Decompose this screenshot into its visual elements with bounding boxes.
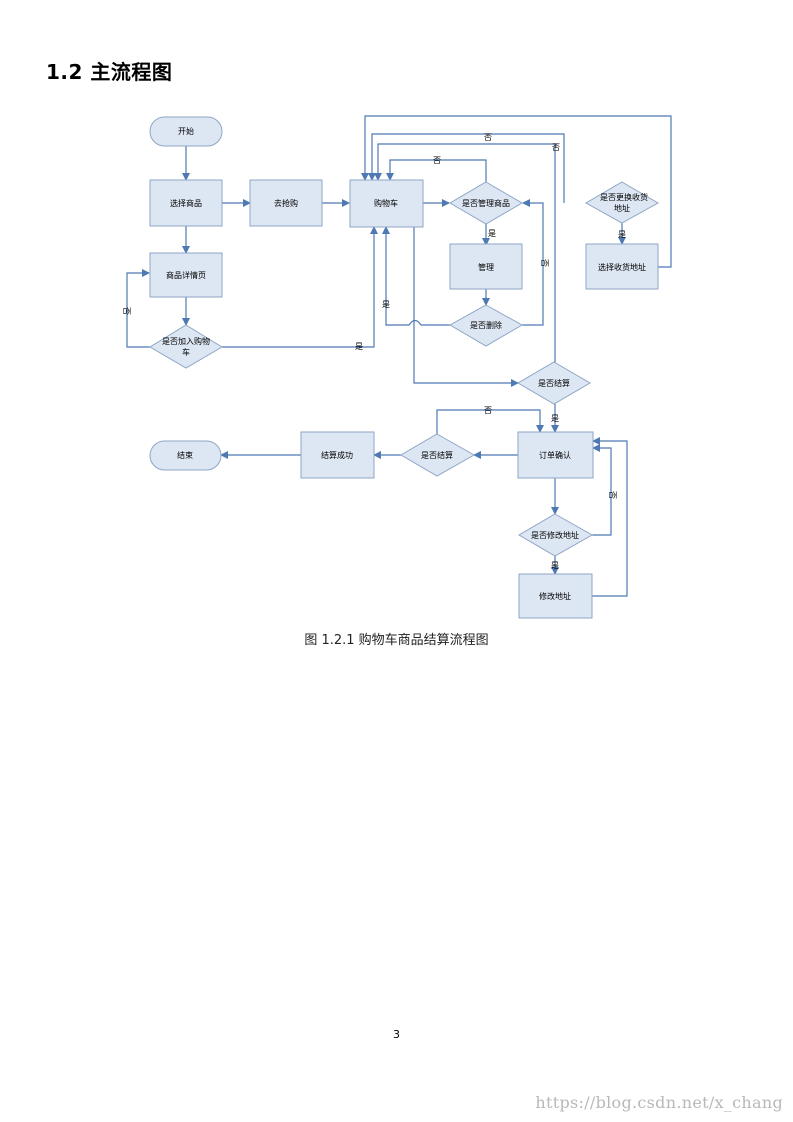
cart-node	[349, 179, 424, 228]
connector-modify-addr-to-order	[592, 437, 628, 597]
pay-decision-node	[400, 433, 476, 477]
figure-caption: 图 1.2.1 购物车商品结算流程图	[304, 633, 489, 648]
add-cart-decision-label-1: 是否加入购物	[162, 336, 210, 346]
label-no-change-address: 否	[552, 143, 560, 152]
start-node-label: 开始	[178, 126, 194, 136]
order-confirm-label: 订单确认	[539, 450, 571, 460]
modify-address-decision-node	[518, 513, 594, 557]
product-detail-node	[149, 252, 223, 298]
add-cart-decision-node	[149, 324, 223, 369]
end-node	[149, 440, 222, 471]
connector-pay-no-to-order	[436, 409, 544, 435]
label-no-add-cart: 否	[122, 307, 131, 315]
connector-manage-no-to-cart	[386, 159, 487, 182]
label-yes-manage: 是	[488, 229, 496, 238]
end-node-label: 结束	[177, 450, 193, 460]
start-node	[149, 116, 223, 147]
go-buy-label: 去抢购	[274, 198, 298, 208]
label-no-modify-address: 否	[608, 491, 617, 499]
pay-decision-label: 是否结算	[421, 450, 453, 460]
go-buy-node	[249, 179, 323, 227]
connector-change-addr-no-to-cart	[368, 133, 565, 203]
flowchart: 开始 选择商品 去抢购 购物车 是否管理商品 管理 是否删除 是否更换收货 地址…	[122, 115, 672, 619]
delete-decision-label: 是否删除	[470, 320, 502, 330]
pay-success-node	[300, 431, 375, 479]
label-no-checkout-loop: 否	[484, 133, 492, 142]
section-heading: 1.2 主流程图	[46, 60, 173, 84]
select-address-node	[585, 243, 659, 290]
modify-address-decision-label: 是否修改地址	[531, 530, 579, 540]
modify-address-node	[518, 573, 593, 619]
label-yes-change-address: 是	[618, 230, 626, 239]
select-product-node	[149, 179, 223, 227]
product-detail-label: 商品详情页	[166, 270, 206, 280]
label-yes-modify-address: 是	[551, 561, 559, 570]
page-number: 3	[393, 1028, 400, 1041]
manage-node	[449, 243, 523, 290]
checkout-decision-label: 是否结算	[538, 378, 570, 388]
change-address-decision-label-2: 地址	[614, 203, 630, 213]
modify-address-label: 修改地址	[539, 591, 571, 601]
connector-addcart-no-to-detail	[126, 269, 150, 348]
order-confirm-node	[517, 431, 594, 479]
label-no-manage: 否	[433, 156, 441, 165]
label-yes-delete: 是	[382, 300, 390, 309]
connector-delete-no-to-manage-decision	[522, 199, 544, 326]
connector-delete-yes-to-cart	[382, 226, 451, 326]
manage-decision-label: 是否管理商品	[462, 198, 510, 208]
connector-addcart-yes-to-cart	[222, 226, 378, 348]
change-address-decision-label-1: 是否更换收货	[600, 192, 648, 202]
label-no-delete: 否	[540, 259, 549, 267]
watermark: https://blog.csdn.net/x_chang	[535, 1093, 783, 1112]
connector-cart-to-checkout-decision	[413, 227, 519, 387]
select-address-label: 选择收货地址	[598, 262, 646, 272]
connector-select-addr-to-cart	[361, 115, 672, 268]
manage-label: 管理	[478, 262, 494, 272]
pay-success-label: 结算成功	[321, 450, 353, 460]
select-product-label: 选择商品	[170, 198, 202, 208]
cart-label: 购物车	[374, 198, 398, 208]
label-yes-checkout: 是	[551, 414, 559, 423]
add-cart-decision-label-2: 车	[182, 347, 190, 357]
connector-modify-no-to-order	[592, 444, 612, 536]
connector-checkout-no-to-cart	[374, 143, 556, 363]
change-address-decision-node	[584, 181, 660, 224]
label-yes-add-cart: 是	[355, 342, 363, 351]
checkout-decision-node	[517, 361, 591, 405]
delete-decision-node	[448, 304, 524, 347]
label-no-pay: 否	[484, 406, 492, 415]
manage-decision-node	[449, 181, 523, 225]
